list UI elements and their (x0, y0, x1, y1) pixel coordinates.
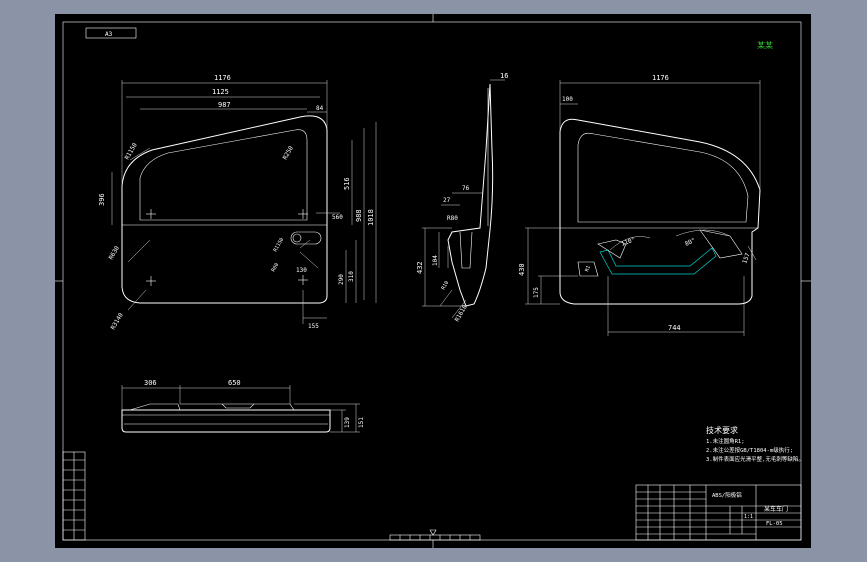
drawing-sheet (55, 14, 811, 548)
rear-dim-110: 110° (620, 236, 636, 248)
bottom-view: 306 650 139 151 (121, 379, 365, 433)
front-dim-130: 130 (296, 267, 307, 274)
rear-dim-430: 430 (518, 263, 526, 276)
front-dim-r60: R60 (271, 262, 281, 273)
side-dim-r10: R10 (441, 280, 451, 291)
front-handle-slot (290, 231, 322, 245)
notes-title: 技术要求 (706, 425, 738, 435)
rear-dim-175: 175 (533, 287, 540, 298)
border-ticks (55, 14, 811, 548)
side-dim-104: 104 (432, 255, 439, 266)
technical-notes: 技术要求 1.未注圆角R1; 2.未注公差按GB/T1804-m级执行; 3.制… (706, 425, 804, 463)
corner-tag: A3 (105, 31, 113, 38)
front-dim-560: 560 (332, 214, 343, 221)
front-dim-1125: 1125 (212, 88, 229, 96)
title-scale: 1:1 (744, 514, 753, 520)
notes-line-3: 3.制件表面应光滑平整,无毛刺等缺陷。 (706, 455, 804, 463)
notes-line-1: 1.未注圆角R1; (706, 437, 745, 445)
side-dim-432: 432 (416, 261, 424, 274)
title-material: ABS/阳极铝 (712, 491, 742, 499)
front-dim-width: 1176 (214, 74, 231, 82)
corner-tag-box (85, 27, 137, 39)
rear-dim-100: 100 (562, 96, 573, 103)
side-dim-27: 27 (443, 197, 451, 204)
rear-dim-r1: R1 (584, 265, 592, 273)
bottom-dim-306: 306 (144, 379, 157, 387)
bottom-dim-650: 650 (228, 379, 241, 387)
rear-dim-width: 1176 (652, 74, 669, 82)
bottom-dim-151: 151 (358, 417, 365, 428)
side-dim-r80: R80 (447, 215, 458, 222)
front-dim-155: 155 (308, 323, 319, 330)
front-dim-988: 988 (355, 209, 363, 222)
left-revision-strip (62, 451, 86, 541)
side-dim-16: 16 (500, 72, 508, 80)
bottom-scale-strip (389, 529, 481, 541)
side-dim-76: 76 (462, 185, 470, 192)
side-outline (447, 83, 494, 307)
logo-text: 某某 (757, 41, 773, 50)
title-block: ABS/阳极铝 某车车门 1:1 FL-05 (635, 484, 802, 541)
bottom-dim-139: 139 (344, 417, 351, 428)
front-dim-516: 516 (343, 177, 351, 190)
front-outline (121, 115, 328, 304)
front-dim-396: 396 (98, 193, 106, 206)
front-dim-1018: 1018 (367, 209, 375, 226)
rear-dim-80: 80° (684, 237, 697, 248)
bottom-outline (121, 409, 331, 433)
rear-view: 1176 100 110° 80° 157 R1 430 175 744 (518, 74, 761, 336)
front-dim-310: 310 (348, 271, 355, 282)
title-part-name: 某车车门 (764, 505, 788, 513)
front-dim-987: 987 (218, 101, 231, 109)
rear-dim-157: 157 (741, 252, 751, 265)
front-dim-84: 84 (316, 105, 324, 112)
title-drawing-no: FL-05 (766, 521, 783, 527)
rear-dim-744: 744 (668, 324, 681, 332)
rear-handle (599, 247, 717, 275)
front-dim-290: 290 (338, 274, 345, 285)
front-window (139, 129, 308, 221)
rear-window (577, 132, 749, 223)
notes-line-2: 2.未注公差按GB/T1804-m级执行; (706, 446, 793, 454)
